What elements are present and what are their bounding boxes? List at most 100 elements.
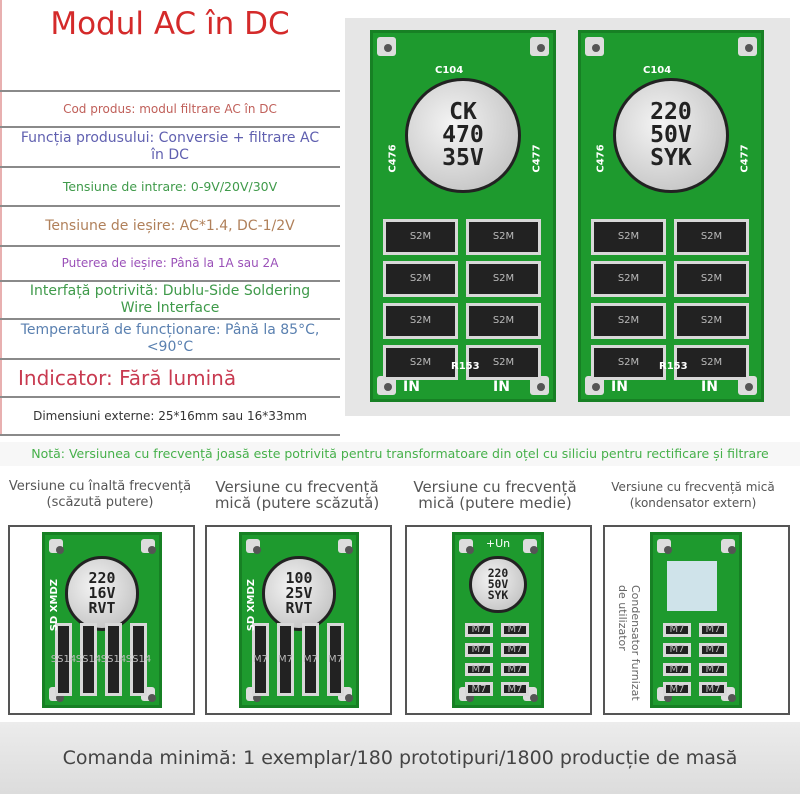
- mounting-hole: [657, 539, 672, 554]
- rectifier-diode: M7: [327, 623, 344, 697]
- mounting-hole: [459, 539, 474, 554]
- rectifier-diode: M7: [663, 662, 691, 677]
- rectifier-diode: M7: [663, 623, 691, 637]
- mounting-hole: [49, 539, 64, 554]
- rectifier-diode: S2M: [674, 344, 749, 381]
- rectifier-diode: S2M: [591, 344, 666, 381]
- silkscreen-label: SD XMDZ: [246, 579, 257, 632]
- mounting-hole: [585, 37, 604, 56]
- r153-label: R153: [451, 361, 480, 372]
- rectifier-diode: S2M: [674, 260, 749, 297]
- left-border: [0, 0, 2, 435]
- rectifier-diode: S2M: [591, 260, 666, 297]
- rectifier-diode: M7: [465, 623, 493, 637]
- rectifier-diode: M7: [465, 642, 493, 657]
- capacitor-marking: 35V: [442, 144, 484, 171]
- version-label: Versiune cu frecvență mică (kondensator …: [611, 480, 775, 510]
- rectifier-diode: S2M: [383, 302, 458, 339]
- spec-row: Tensiune de ieșire: AC*1.4, DC-1/2V: [0, 207, 340, 247]
- version-label: Versiune cu frecvență mică (putere scăzu…: [214, 478, 380, 512]
- rectifier-diode: M7: [699, 682, 727, 697]
- c104-label: C104: [643, 65, 672, 76]
- r153-label: R153: [659, 361, 688, 372]
- c477-label: C477: [531, 144, 543, 173]
- mounting-hole: [585, 376, 604, 395]
- rectifier-diode: M7: [501, 642, 529, 657]
- capacitor-marking: CK: [449, 98, 477, 125]
- rectifier-diode: M7: [465, 682, 493, 697]
- spec-row: Cod produs: modul filtrare AC în DC: [0, 90, 340, 128]
- version-label: Versiune cu frecvență mică (putere medie…: [413, 478, 577, 512]
- capacitor-marking: RVT: [88, 598, 116, 617]
- capacitor-marking: 220: [487, 565, 509, 580]
- rectifier-diode: S2M: [466, 260, 541, 297]
- rectifier-diode: S2M: [591, 302, 666, 339]
- minimum-order-banner: Comanda minimă: 1 exemplar/180 prototipu…: [0, 722, 800, 794]
- capacitor-marking: SYK: [487, 588, 509, 603]
- mounting-hole: [530, 37, 549, 56]
- rectifier-diode: S2M: [466, 219, 541, 255]
- rectifier-diode: M7: [699, 623, 727, 637]
- in-label: IN: [493, 379, 510, 395]
- rectifier-diode: S2M: [466, 302, 541, 339]
- mounting-hole: [338, 539, 353, 554]
- c477-label: C477: [739, 144, 751, 173]
- capacitor-pad-area: [666, 561, 718, 611]
- version-label: Versiune cu înaltă frecvență (scăzută pu…: [8, 479, 192, 510]
- mounting-hole: [377, 376, 396, 395]
- rectifier-diode: M7: [252, 623, 269, 697]
- spec-row: Dimensiuni externe: 25*16mm sau 16*33mm: [0, 398, 340, 436]
- capacitor-marking: SYK: [650, 144, 692, 171]
- spec-row: Indicator: Fără lumină: [0, 360, 340, 398]
- silkscreen-top-label: +Un: [485, 537, 511, 550]
- c476-label: C476: [595, 144, 607, 173]
- capacitor-marking: 100: [285, 568, 313, 587]
- rectifier-diode: S2M: [674, 302, 749, 339]
- rectifier-diode: SS14: [126, 623, 151, 697]
- mounting-hole: [738, 37, 757, 56]
- capacitor-marking: RVT: [285, 598, 313, 617]
- in-label: IN: [611, 379, 628, 395]
- rectifier-diode: SS14: [101, 623, 126, 697]
- rectifier-diode: SS14: [51, 623, 76, 697]
- silkscreen-label: SD XMDZ: [49, 579, 60, 632]
- mounting-hole: [738, 376, 757, 395]
- rectifier-diode: M7: [663, 682, 691, 697]
- rectifier-diode: S2M: [383, 260, 458, 297]
- rectifier-diode: S2M: [466, 344, 541, 381]
- rectifier-diode: M7: [699, 662, 727, 677]
- in-label: IN: [701, 379, 718, 395]
- rectifier-diode: M7: [501, 662, 529, 677]
- capacitor-marking: 50V: [487, 576, 509, 591]
- capacitor-marking: 470: [442, 121, 484, 148]
- capacitor-marking: 220: [650, 98, 692, 125]
- mounting-hole: [721, 539, 736, 554]
- rectifier-diode: M7: [699, 642, 727, 657]
- spec-row: Temperatură de funcționare: Până la 85°C…: [0, 320, 340, 360]
- rectifier-diode: M7: [501, 623, 529, 637]
- user-capacitor-label: Condensator furnizat de utilizator: [616, 585, 642, 701]
- note-text: Notă: Versiunea cu frecvență joasă este …: [0, 442, 800, 466]
- rectifier-diode: S2M: [383, 219, 458, 255]
- spec-row: Funcția produsului: Conversie + filtrare…: [0, 128, 340, 168]
- rectifier-diode: S2M: [591, 219, 666, 255]
- mounting-hole: [530, 376, 549, 395]
- rectifier-diode: M7: [302, 623, 319, 697]
- capacitor-marking: 25V: [285, 583, 313, 602]
- spec-row: Tensiune de intrare: 0-9V/20V/30V: [0, 168, 340, 207]
- rectifier-diode: M7: [663, 642, 691, 657]
- c104-label: C104: [435, 65, 464, 76]
